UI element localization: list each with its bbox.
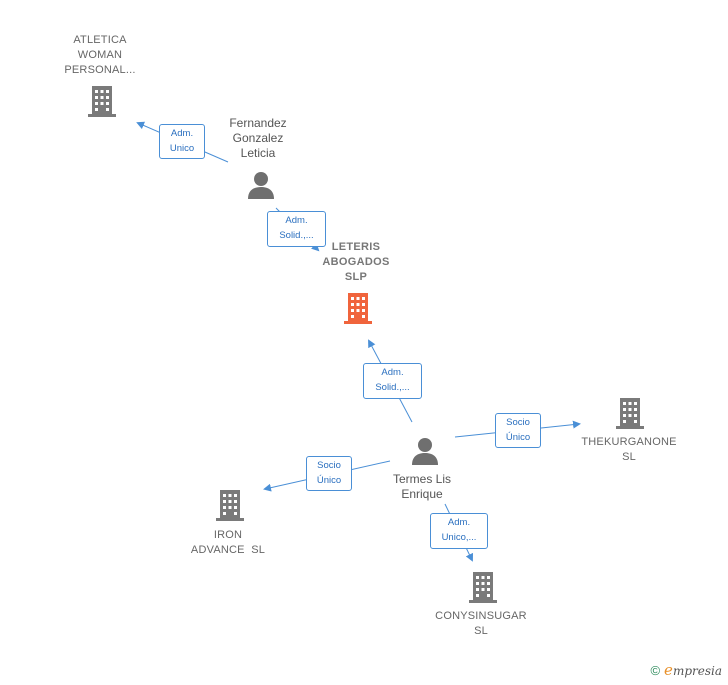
node-label-fernandez[interactable]: Fernandez Gonzalez Leticia [208, 116, 308, 161]
edge-label-line: Solid.,... [279, 230, 314, 241]
label-line: Gonzalez [232, 131, 284, 145]
label-line: Termes Lis [392, 472, 451, 486]
edge-label-line: Socio [506, 417, 530, 428]
edge-label-line: Adm. [285, 215, 308, 226]
edge-label-line: Unico [169, 143, 195, 154]
node-label-atletica[interactable]: ATLETICA WOMAN PERSONAL... [50, 33, 150, 78]
label-line: SL [622, 451, 636, 463]
building-icon-focus[interactable] [342, 291, 374, 325]
building-icon[interactable] [614, 396, 646, 430]
copyright-icon: © [650, 663, 661, 678]
edge-label-line: Adm. [381, 367, 404, 378]
edge-label-line: Solid.,... [375, 382, 410, 393]
label-line: LETERIS [331, 241, 381, 253]
node-label-thekurganone[interactable]: THEKURGANONE SL [570, 435, 688, 465]
node-label-termes[interactable]: Termes Lis Enrique [372, 472, 472, 502]
edge-label-line: Adm. [170, 128, 194, 139]
label-line: IRON [213, 529, 243, 541]
edge-label-line: Único [316, 475, 342, 486]
brand-initial: e [664, 661, 673, 679]
label-line: ATLETICA [73, 34, 127, 46]
label-line: Fernandez [229, 116, 287, 130]
label-line: Leticia [240, 146, 276, 160]
person-icon[interactable] [246, 170, 276, 200]
label-line: SLP [344, 271, 368, 283]
building-icon[interactable] [86, 84, 118, 118]
building-icon[interactable] [467, 570, 499, 604]
building-icon[interactable] [214, 488, 246, 522]
node-label-iron[interactable]: IRON ADVANCE SL [176, 528, 280, 558]
label-line: ADVANCE SL [190, 544, 266, 556]
footer-watermark: ©empresia [650, 661, 722, 679]
edge-label-adm-solid[interactable]: Adm. Solid.,... [267, 211, 326, 247]
node-label-conysinsugar[interactable]: CONYSINSUGAR SL [421, 609, 541, 639]
label-line: Enrique [401, 487, 443, 501]
brand-rest: mpresia [672, 664, 722, 678]
label-line: WOMAN [77, 49, 123, 61]
label-line: SL [474, 625, 488, 637]
label-line: ABOGADOS [322, 256, 390, 268]
edge-label-adm-unico[interactable]: Adm. Unico,... [430, 513, 488, 549]
edge-label-line: Socio [317, 460, 341, 471]
person-icon[interactable] [410, 436, 440, 466]
edge-label-line: Único [505, 432, 531, 443]
edge-label-line: Unico,... [441, 532, 477, 543]
node-label-leteris[interactable]: LETERIS ABOGADOS SLP [306, 240, 406, 285]
edge-label-line: Adm. [447, 517, 471, 528]
label-line: PERSONAL... [64, 64, 136, 76]
edge-label-adm-unico[interactable]: Adm. Unico [159, 124, 205, 159]
label-line: CONYSINSUGAR [435, 610, 527, 622]
edge-label-socio-unico[interactable]: Socio Único [495, 413, 541, 448]
brand-logo: empresia [664, 661, 722, 679]
label-line: THEKURGANONE [581, 436, 677, 448]
edge-label-adm-solid[interactable]: Adm. Solid.,... [363, 363, 422, 399]
edge-label-socio-unico[interactable]: Socio Único [306, 456, 352, 491]
